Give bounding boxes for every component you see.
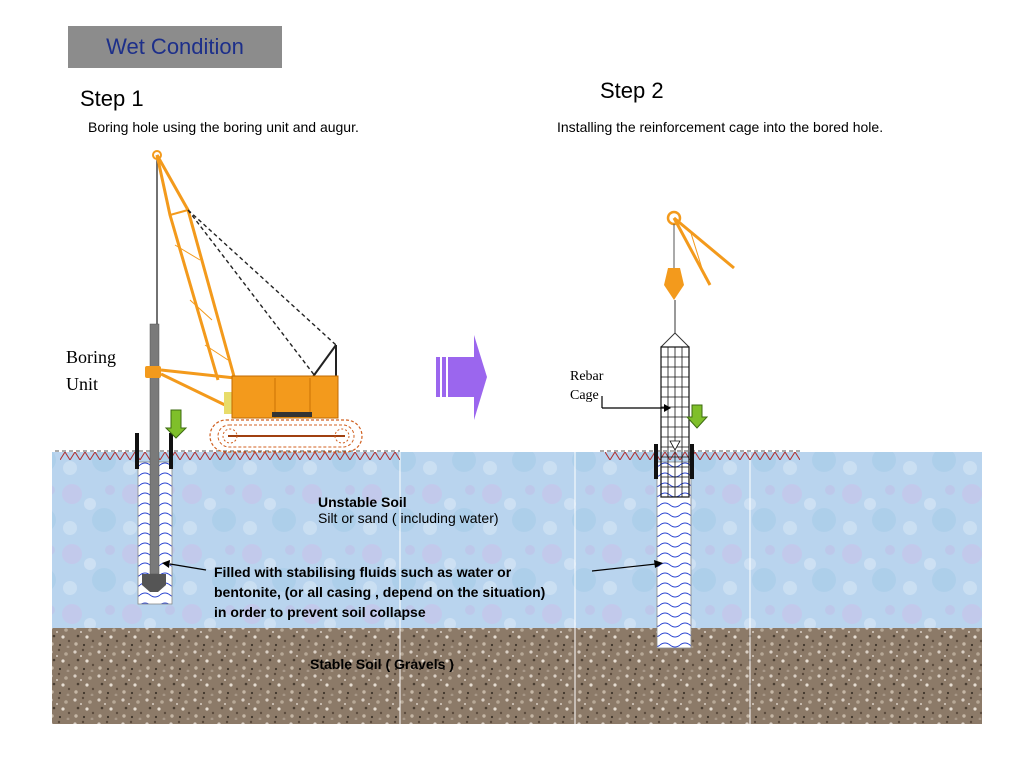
down-arrow-icon xyxy=(685,404,709,429)
step1-caption: Boring hole using the boring unit and au… xyxy=(88,119,359,135)
step2-heading: Step 2 xyxy=(600,78,664,103)
crane-hook xyxy=(664,210,735,300)
auger-bit xyxy=(142,574,166,592)
rebar-cage-label: Rebar Cage xyxy=(570,369,604,403)
stable-soil-layer xyxy=(52,628,982,724)
casing-right-step2 xyxy=(690,444,694,479)
stable-soil-label: Stable Soil ( Gravels ) xyxy=(310,656,454,672)
page-title: Wet Condition xyxy=(106,34,244,59)
kelly-bar xyxy=(149,323,160,575)
grass-hatch-step1 xyxy=(60,452,400,460)
casing-left-step2 xyxy=(654,444,658,479)
fluid-note: Filled with stabilising fluids such as w… xyxy=(214,564,546,620)
step2-caption: Installing the reinforcement cage into t… xyxy=(557,119,884,135)
step1-heading: Step 1 xyxy=(80,86,144,111)
grass-hatch-step2 xyxy=(605,452,800,460)
title-box: Wet Condition xyxy=(68,26,282,68)
fluid-leader-left xyxy=(169,563,207,571)
unstable-soil-label: Unstable Soil Silt or sand ( including w… xyxy=(318,494,499,526)
down-arrow-icon xyxy=(164,409,188,439)
boring-unit-label: Boring Unit xyxy=(66,347,117,394)
unstable-soil-layer xyxy=(52,452,982,628)
boring-unit xyxy=(145,150,363,453)
fluid-leader-right xyxy=(591,563,657,572)
casing-right-step1 xyxy=(169,433,173,469)
rebar-cage xyxy=(660,300,690,498)
bored-hole-step2 xyxy=(656,461,692,649)
transition-arrow-icon xyxy=(436,335,487,420)
casing-left-step1 xyxy=(135,433,139,469)
